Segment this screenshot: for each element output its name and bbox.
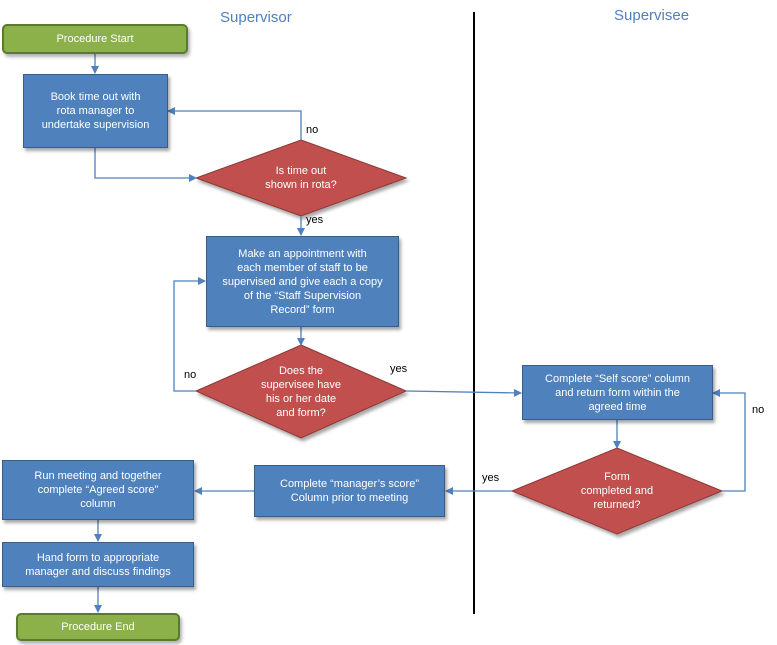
edge-book-to-timeout [94, 148, 197, 182]
decision-has-form-label: Does the supervisee have his or her date… [260, 365, 342, 419]
node-self-score: Complete “Self score” column and return … [522, 365, 713, 420]
edge-has-form-yes [405, 388, 522, 397]
node-book-time-out: Book time out with rota manager to under… [23, 74, 168, 148]
node-procedure-start: Procedure Start [2, 24, 188, 54]
lane-title-supervisor: Supervisor [220, 9, 292, 26]
decision-form-done-label: Form completed and returned? [580, 471, 654, 511]
decision-timeout-label: Is time out shown in rota? [265, 165, 337, 191]
node-hand-form: Hand form to appropriate manager and dis… [2, 542, 194, 587]
edge-label-timeout-yes: yes [306, 214, 324, 226]
edge-label-form-done-yes: yes [482, 472, 500, 484]
node-run-meeting: Run meeting and together complete “Agree… [2, 460, 194, 520]
decision-has-form-shape [194, 344, 408, 439]
node-procedure-end: Procedure End [16, 613, 180, 641]
node-manager-score: Complete “manager’s score” Column prior … [254, 465, 445, 517]
edge-label-has-form-no: no [184, 369, 197, 381]
edge-form-done-no-loop [712, 389, 746, 492]
decision-form-done-shape [510, 447, 724, 535]
node-make-appointment: Make an appointment with each member of … [206, 236, 399, 327]
edge-label-form-done-no: no [752, 404, 765, 416]
edge-has-form-no-loop [173, 277, 206, 392]
lane-title-supervisee: Supervisee [614, 7, 690, 24]
edge-timeout-no-loop [167, 107, 302, 140]
edge-label-has-form-yes: yes [390, 363, 408, 375]
edge-label-timeout-no: no [306, 124, 319, 136]
